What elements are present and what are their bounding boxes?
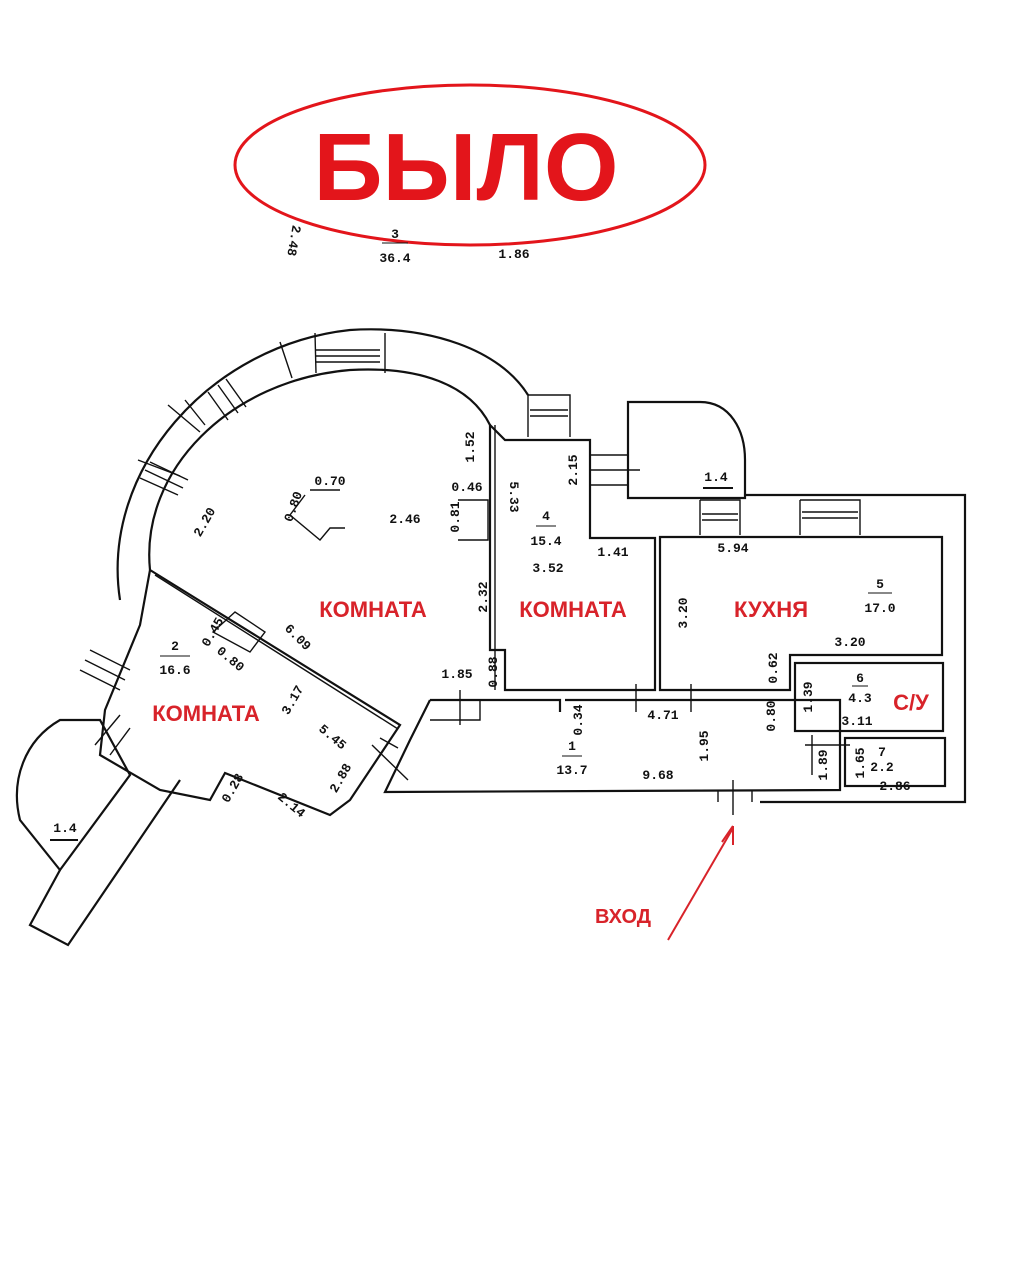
dimension: 1.89: [816, 749, 831, 780]
room-2-label: 216.6: [159, 639, 190, 678]
dimension: 4.71: [647, 708, 678, 723]
dimension: 1.85: [441, 667, 472, 682]
outer-curved-wall: [116, 328, 529, 601]
kitchen-name: КУХНЯ: [734, 597, 808, 622]
dimension: 3.52: [532, 561, 563, 576]
room-number: 4: [542, 509, 550, 524]
dimension: 2.86: [879, 779, 910, 794]
dimension: 0.80: [281, 489, 306, 524]
room-labels: 113.7 216.6 336.4 415.4 517.0 64.3 72.2 …: [50, 227, 896, 841]
room-area: 15.4: [530, 534, 561, 549]
dimension: 1.52: [463, 431, 478, 462]
room-4-name: КОМНАТА: [519, 597, 627, 622]
column: [289, 489, 345, 541]
window: [799, 499, 861, 535]
dimension: 0.80: [764, 700, 779, 731]
balcony-area: 1.4: [704, 470, 728, 485]
room-6-label: 64.3: [848, 671, 872, 706]
window: [79, 649, 131, 691]
dimension: 1.95: [697, 730, 712, 761]
balcony-door: [590, 454, 640, 486]
dimension: 5.33: [506, 481, 521, 512]
dimension: 3.17: [279, 683, 308, 718]
room-area: 36.4: [379, 251, 410, 266]
balcony-top: [626, 400, 747, 500]
room-4-wall: [488, 422, 657, 692]
dimension: 2.46: [389, 512, 420, 527]
room-2-detail: [154, 574, 409, 781]
room-2-name: КОМНАТА: [152, 701, 260, 726]
balcony-left-label: 1.4: [50, 821, 78, 841]
balcony-left: [15, 718, 132, 872]
window: [139, 461, 189, 496]
dimension: 0.62: [766, 652, 781, 683]
dimension: 1.39: [801, 681, 816, 712]
room-3-name: КОМНАТА: [319, 597, 427, 622]
dimension: 3.20: [676, 597, 691, 628]
niche: [458, 499, 489, 541]
dimension: 1.86: [498, 247, 529, 262]
window: [207, 378, 247, 421]
dimension: 5.45: [315, 722, 349, 754]
dimension: 2.48: [283, 224, 303, 258]
room-names: КОМНАТА КОМНАТА КОМНАТА КУХНЯ С/У ВХОД: [152, 597, 929, 928]
room-7-label: 72.2: [870, 745, 894, 775]
dimension: 6.09: [281, 621, 314, 654]
entrance-label: ВХОД: [595, 906, 651, 928]
dimension: 1.41: [597, 545, 628, 560]
bathroom-name: С/У: [893, 690, 929, 715]
kitchen-wall: [658, 535, 944, 692]
inner-curved-wall: [148, 368, 491, 571]
bathroom-wall: [793, 661, 945, 733]
room-area: 16.6: [159, 663, 190, 678]
room-1-label: 113.7: [556, 739, 587, 778]
page-title: БЫЛО: [313, 114, 618, 221]
room-number: 2: [171, 639, 179, 654]
room-number: 5: [876, 577, 884, 592]
dimension: 3.20: [834, 635, 865, 650]
door-marks: [635, 684, 850, 815]
wc-wall: [843, 736, 947, 788]
room-4-label: 415.4: [530, 509, 561, 549]
room-area: 4.3: [848, 691, 872, 706]
room-5-label: 517.0: [864, 577, 895, 616]
entrance-arrow-icon: [667, 825, 734, 941]
dimension: 5.94: [717, 541, 748, 556]
dimension: 0.46: [451, 480, 482, 495]
room-2-wall: [98, 568, 402, 817]
balcony-door: [94, 714, 131, 756]
dimension: 9.68: [642, 768, 673, 783]
window: [699, 499, 741, 535]
dimension: 0.81: [448, 501, 463, 532]
room-number: 3: [391, 227, 399, 242]
room-3-label: 336.4: [379, 227, 410, 266]
dimension: 2.14: [274, 790, 308, 822]
balcony-top-label: 1.4: [703, 470, 733, 489]
room-number: 7: [878, 745, 886, 760]
dimension: 0.88: [486, 656, 501, 687]
dimension: 2.32: [476, 581, 491, 612]
window: [314, 332, 386, 374]
outer-right-wall: [745, 493, 967, 804]
dimension: 2.15: [566, 454, 581, 485]
title-oval: [233, 83, 707, 247]
dimension: 0.70: [314, 474, 345, 489]
dimension: 3.11: [841, 714, 872, 729]
title-badge: БЫЛО: [233, 83, 707, 247]
dimension: 2.88: [327, 761, 356, 796]
window-frame: [137, 341, 293, 477]
balcony-area: 1.4: [53, 821, 77, 836]
window: [527, 394, 571, 437]
dimension: 0.34: [571, 704, 586, 735]
room-area: 2.2: [870, 760, 894, 775]
dimension: 2.20: [191, 505, 220, 540]
room-number: 6: [856, 671, 864, 686]
room-number: 1: [568, 739, 576, 754]
walls: [15, 328, 967, 947]
dimension: 1.65: [853, 747, 868, 778]
door: [430, 690, 481, 725]
left-appendage: [28, 779, 181, 947]
room-area: 17.0: [864, 601, 895, 616]
room-area: 13.7: [556, 763, 587, 778]
